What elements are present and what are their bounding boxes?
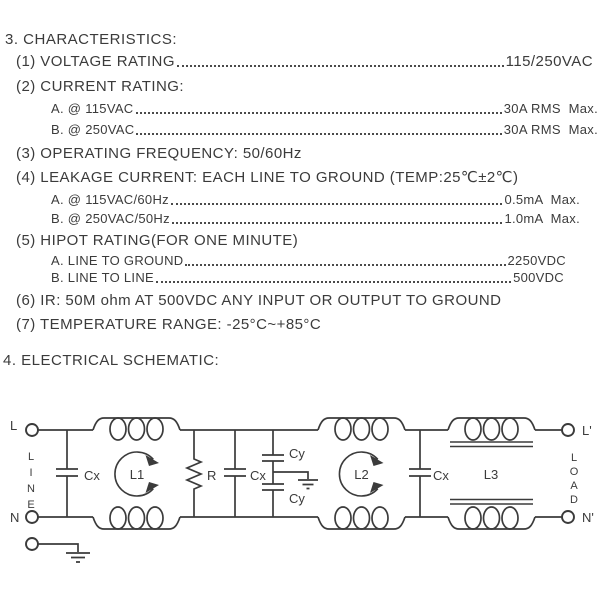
ground-lead-wire xyxy=(38,543,79,552)
terminal-l-label: L xyxy=(10,418,17,433)
l3-core-bars xyxy=(450,441,533,505)
inductor-l1-label: L1 xyxy=(130,467,144,482)
terminal-n-label: N xyxy=(10,510,19,525)
load-side-label: LOAD xyxy=(568,452,580,508)
terminal-l-circle xyxy=(25,423,39,437)
spec-row-leakage-250vac: B. @ 250VAC/50Hz 1.0mA Max. xyxy=(51,210,580,227)
spec-row-current-rating: (2) CURRENT RATING: xyxy=(16,78,184,95)
capacitor-cx2 xyxy=(224,430,246,517)
spec-row-hipot-rating: (5) HIPOT RATING(FOR ONE MINUTE) xyxy=(16,232,298,249)
capacitor-cy-bottom-label: Cy xyxy=(289,491,305,506)
capacitor-cx2-label: Cx xyxy=(250,468,266,483)
terminal-n-circle xyxy=(25,510,39,524)
line-side-label: LINE xyxy=(25,451,37,515)
capacitor-cy-pair xyxy=(262,430,318,517)
spec-label: (6) IR: 50M ohm AT 500VDC ANY INPUT OR O… xyxy=(16,292,502,309)
spec-row-current-250vac: B. @ 250VAC 30A RMS Max. xyxy=(51,121,598,138)
spec-label: A. @ 115VAC/60Hz xyxy=(51,192,169,207)
terminal-n-prime-label: N' xyxy=(582,510,594,525)
spec-value: 30A RMS Max. xyxy=(503,101,598,116)
capacitor-cx1 xyxy=(56,430,78,517)
terminal-l-prime-circle xyxy=(561,423,575,437)
resistor-r xyxy=(184,430,204,517)
inductor-l2-label: L2 xyxy=(354,467,368,482)
spec-value: 1.0mA Max. xyxy=(504,211,580,226)
spec-label: B. @ 250VAC/50Hz xyxy=(51,211,170,226)
spec-value: 2250VDC xyxy=(507,253,566,268)
spec-row-temperature-range: (7) TEMPERATURE RANGE: -25°C~+85°C xyxy=(16,316,321,333)
spec-value: 500VDC xyxy=(513,270,564,285)
dot-leader xyxy=(135,112,502,114)
dot-leader xyxy=(156,281,512,283)
spec-row-ir: (6) IR: 50M ohm AT 500VDC ANY INPUT OR O… xyxy=(16,292,501,309)
spec-label: B. @ 250VAC xyxy=(51,122,135,137)
spec-label: (7) TEMPERATURE RANGE: -25°C~+85°C xyxy=(16,316,322,333)
dot-leader xyxy=(136,133,502,135)
spec-label: A. @ 115VAC xyxy=(51,101,134,116)
spec-row-operating-frequency: (3) OPERATING FREQUENCY: 50/60Hz xyxy=(16,145,302,162)
spec-label: (3) OPERATING FREQUENCY: 50/60Hz xyxy=(16,145,302,162)
inductor-l3 xyxy=(447,417,536,530)
dot-leader xyxy=(170,203,503,205)
spec-row-leakage-current: (4) LEAKAGE CURRENT: EACH LINE TO GROUND… xyxy=(16,169,518,186)
schematic-heading: 4. ELECTRICAL SCHEMATIC: xyxy=(3,352,220,369)
spec-row-hipot-line-line: B. LINE TO LINE 500VDC xyxy=(51,269,564,286)
ground-symbol-cy xyxy=(298,479,318,490)
spec-label: (5) HIPOT RATING(FOR ONE MINUTE) xyxy=(16,232,299,249)
spec-label: (2) CURRENT RATING: xyxy=(16,78,184,95)
capacitor-cy-top-label: Cy xyxy=(289,446,305,461)
spec-row-leakage-115vac: A. @ 115VAC/60Hz 0.5mA Max. xyxy=(51,191,580,208)
spec-value: 0.5mA Max. xyxy=(504,192,580,207)
spec-label: B. LINE TO LINE xyxy=(51,270,155,285)
terminal-ground-circle xyxy=(25,537,39,551)
spec-value: 30A RMS Max. xyxy=(503,122,598,137)
spec-value: 115/250VAC xyxy=(505,53,593,70)
inductor-l3-label: L3 xyxy=(484,467,498,482)
spec-row-current-115vac: A. @ 115VAC 30A RMS Max. xyxy=(51,100,598,117)
terminal-n-prime-circle xyxy=(561,510,575,524)
electrical-schematic: L N Cx L1 R Cx Cy Cy L2 Cx xyxy=(10,417,594,563)
characteristics-heading: 3. CHARACTERISTICS: xyxy=(5,31,178,48)
terminal-l-prime-label: L' xyxy=(582,423,592,438)
dot-leader xyxy=(176,65,504,67)
capacitor-cx3-label: Cx xyxy=(433,468,449,483)
resistor-r-label: R xyxy=(207,468,216,483)
spec-row-hipot-line-ground: A. LINE TO GROUND 2250VDC xyxy=(51,252,566,269)
ground-symbol-input xyxy=(66,552,90,563)
capacitor-cx1-label: Cx xyxy=(84,468,100,483)
spec-label: (1) VOLTAGE RATING xyxy=(16,53,175,70)
capacitor-cx3 xyxy=(409,430,431,517)
dot-leader xyxy=(171,222,503,224)
spec-label: (4) LEAKAGE CURRENT: EACH LINE TO GROUND… xyxy=(16,169,519,186)
dot-leader xyxy=(185,264,506,266)
spec-row-voltage-rating: (1) VOLTAGE RATING 115/250VAC xyxy=(16,53,593,70)
spec-label: A. LINE TO GROUND xyxy=(51,253,184,268)
